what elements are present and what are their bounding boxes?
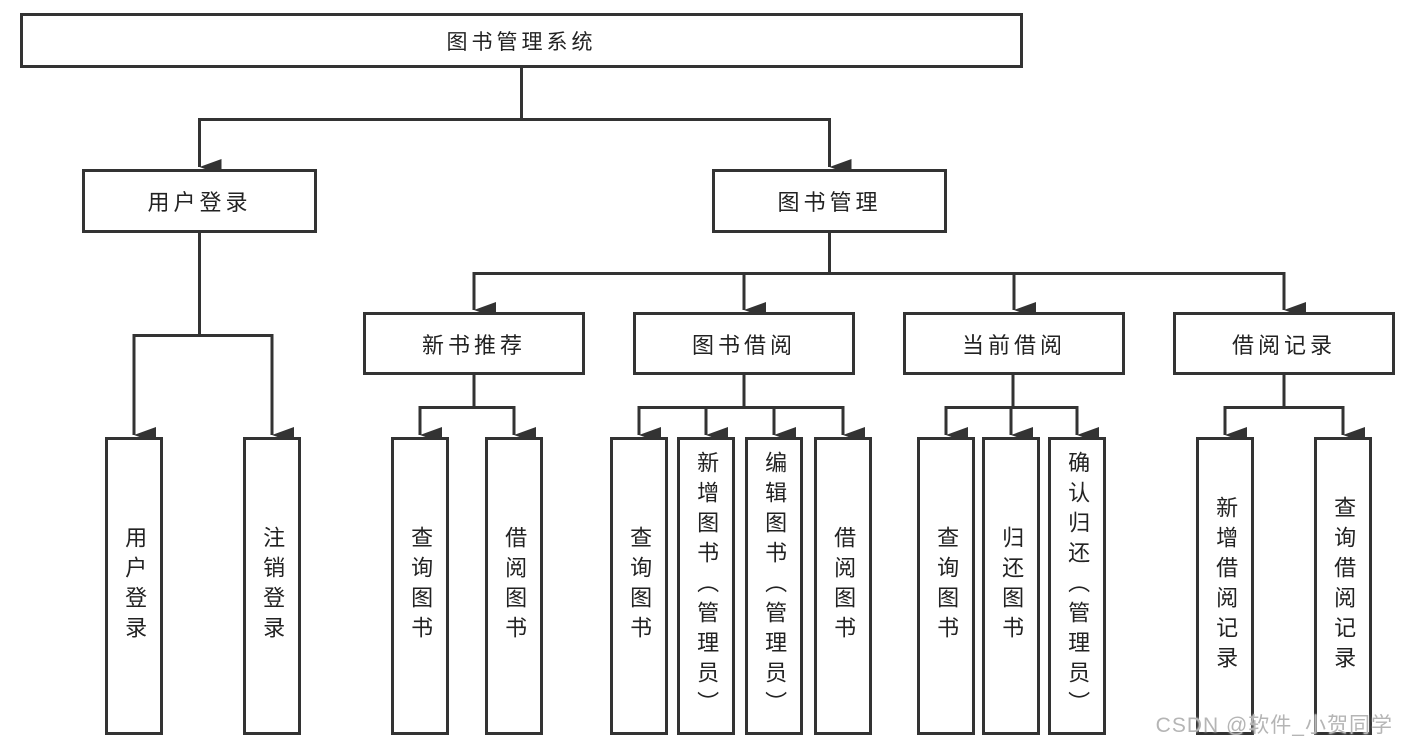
leaf-query-book-recommend: 查询图书 — [391, 437, 449, 735]
node-borrow-records: 借阅记录 — [1173, 312, 1395, 375]
leaf-query-book-current: 查询图书 — [917, 437, 975, 735]
leaf-add-book-admin: 新增图书（管理员） — [677, 437, 735, 735]
node-user-login-label: 用户登录 — [147, 190, 252, 215]
leaf-add-book-admin-label: 新增图书（管理员） — [694, 451, 720, 721]
leaf-logout-label: 注销登录 — [260, 526, 286, 646]
node-current-borrow-label: 当前借阅 — [961, 332, 1066, 358]
leaf-query-book-borrow-label: 查询图书 — [627, 526, 653, 646]
leaf-edit-book-admin: 编辑图书（管理员） — [745, 437, 803, 735]
node-book-borrow-label: 图书借阅 — [691, 332, 796, 358]
leaf-query-borrow-record: 查询借阅记录 — [1314, 437, 1372, 735]
node-new-book-recommend-label: 新书推荐 — [421, 332, 526, 358]
leaf-add-borrow-record-label: 新增借阅记录 — [1213, 496, 1239, 676]
node-borrow-records-label: 借阅记录 — [1231, 332, 1336, 358]
node-user-login: 用户登录 — [82, 169, 317, 233]
leaf-confirm-return-admin: 确认归还（管理员） — [1048, 437, 1106, 735]
arrowheads — [132, 119, 1365, 443]
leaf-edit-book-admin-label: 编辑图书（管理员） — [762, 451, 788, 721]
leaf-add-borrow-record: 新增借阅记录 — [1196, 437, 1254, 735]
leaf-return-book-label: 归还图书 — [999, 526, 1025, 646]
leaf-confirm-return-admin-label: 确认归还（管理员） — [1065, 451, 1091, 721]
leaf-query-book-recommend-label: 查询图书 — [408, 526, 434, 646]
leaf-logout: 注销登录 — [243, 437, 301, 735]
leaf-query-borrow-record-label: 查询借阅记录 — [1331, 496, 1357, 676]
node-book-borrow: 图书借阅 — [633, 312, 855, 375]
leaf-borrow-book-recommend-label: 借阅图书 — [502, 526, 528, 646]
node-book-management: 图书管理 — [712, 169, 947, 233]
node-root-label: 图书管理系统 — [446, 30, 597, 54]
node-current-borrow: 当前借阅 — [903, 312, 1125, 375]
watermark: CSDN @软件_小贺同学 — [1155, 714, 1393, 737]
leaf-user-login-label: 用户登录 — [122, 526, 148, 646]
leaf-borrow-book: 借阅图书 — [814, 437, 872, 735]
node-book-management-label: 图书管理 — [777, 190, 882, 215]
node-new-book-recommend: 新书推荐 — [363, 312, 585, 375]
leaf-user-login: 用户登录 — [105, 437, 163, 735]
leaf-return-book: 归还图书 — [982, 437, 1040, 735]
leaf-borrow-book-recommend: 借阅图书 — [485, 437, 543, 735]
leaf-query-book-current-label: 查询图书 — [934, 526, 960, 646]
leaf-borrow-book-label: 借阅图书 — [831, 526, 857, 646]
node-root: 图书管理系统 — [20, 13, 1023, 68]
leaf-query-book-borrow: 查询图书 — [610, 437, 668, 735]
